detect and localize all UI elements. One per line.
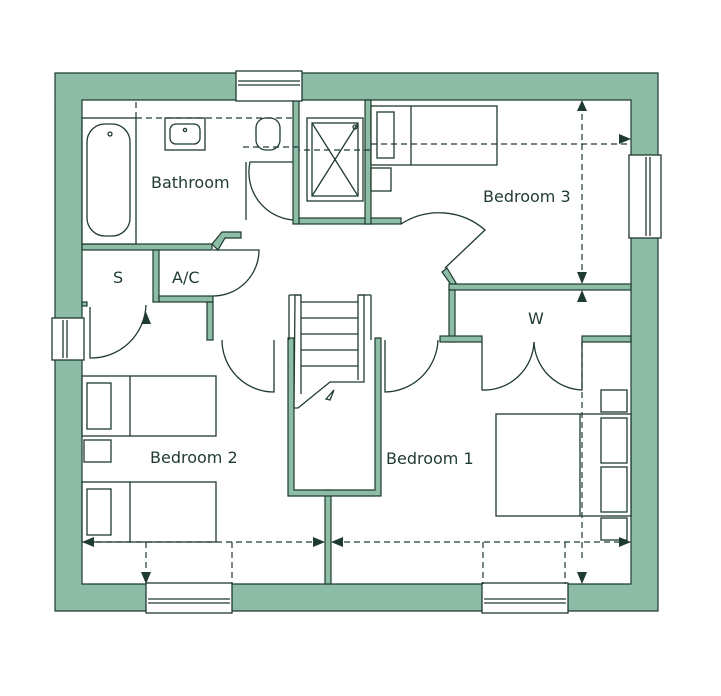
room-labels: Bathroom Bedroom 3 S A/C W Bedroom 2 Bed… <box>113 173 571 468</box>
staircase <box>288 294 372 409</box>
label-store: S <box>113 268 123 287</box>
label-bedroom1: Bedroom 1 <box>386 449 474 468</box>
label-airing-cupboard: A/C <box>172 268 200 287</box>
door-bedroom3 <box>400 212 486 269</box>
door-bedroom1 <box>384 339 439 393</box>
door-bathroom <box>248 161 294 221</box>
door-store <box>89 304 147 359</box>
door-wardrobe-right <box>533 341 583 391</box>
label-bathroom: Bathroom <box>151 173 230 192</box>
window-bottom-right <box>481 582 569 614</box>
label-bedroom3: Bedroom 3 <box>483 187 571 206</box>
label-wardrobe: W <box>528 309 544 328</box>
window-left <box>51 317 85 361</box>
window-bottom-left <box>145 582 233 614</box>
windows <box>51 70 662 614</box>
stair-direction-arrow <box>324 389 335 401</box>
door-wardrobe-left <box>481 341 535 391</box>
window-right <box>628 154 662 239</box>
door-airing-cupboard <box>212 249 260 297</box>
dimension-arrows <box>82 100 631 584</box>
bedroom3-furniture <box>370 104 627 275</box>
toilet <box>255 117 281 151</box>
bathroom-fixtures <box>81 100 370 245</box>
doors <box>89 161 583 393</box>
window-top <box>235 70 303 102</box>
label-bedroom2: Bedroom 2 <box>150 448 238 467</box>
door-bedroom2 <box>221 339 275 393</box>
bedroom1-furniture <box>334 342 632 584</box>
